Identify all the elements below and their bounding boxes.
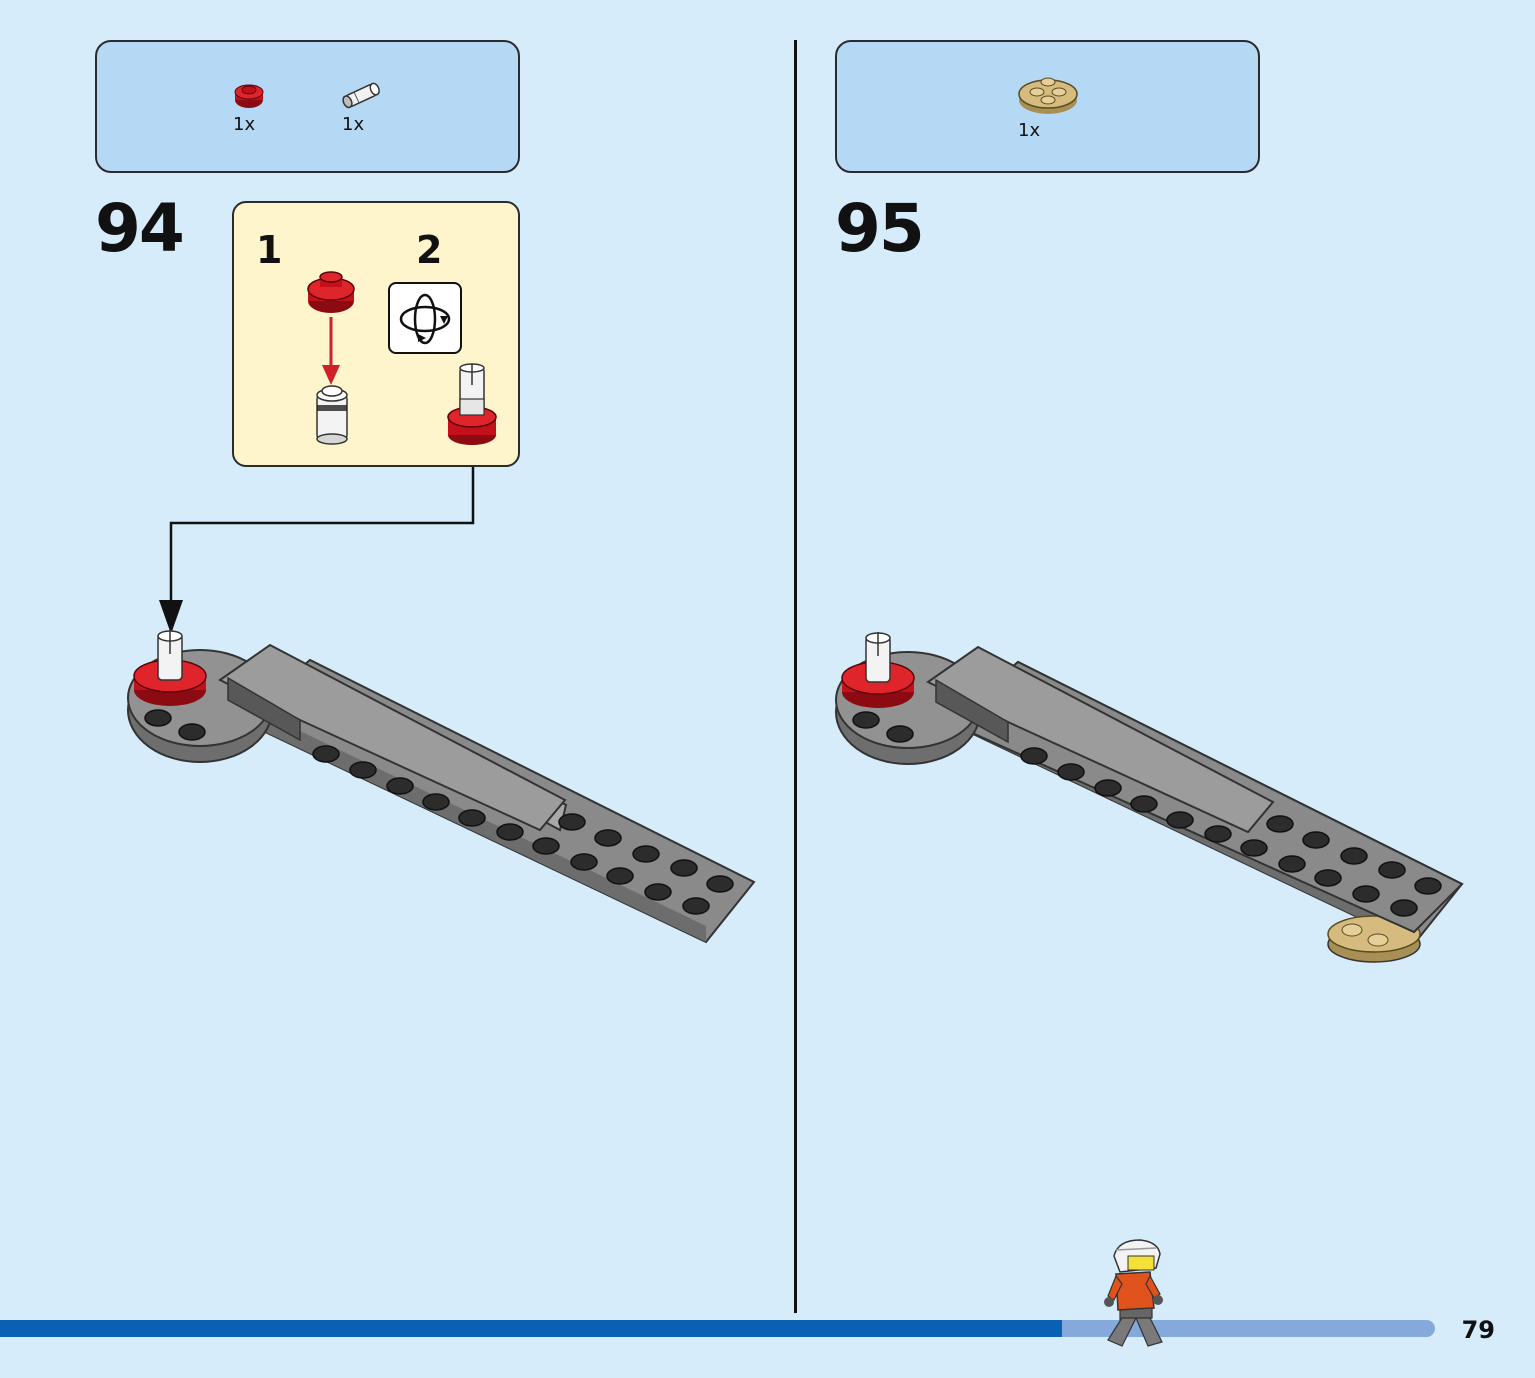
substep-box: 1 2 (232, 201, 520, 467)
part-quantity: 1x (342, 114, 365, 135)
assembled-connector-icon (447, 363, 497, 445)
red-round-plate-icon (234, 84, 264, 108)
step-number: 95 (835, 190, 925, 267)
part-quantity: 1x (1018, 120, 1041, 141)
part-quantity: 1x (233, 114, 256, 135)
tan-round-plate-icon (1018, 77, 1078, 114)
progress-bar (0, 1320, 1435, 1337)
model-step-94 (127, 630, 756, 944)
page-number: 79 (1461, 1316, 1495, 1344)
substep-number: 2 (416, 228, 443, 272)
parts-list-step-95: 1x (835, 40, 1260, 173)
parts-list-step-94: 1x 1x (95, 40, 520, 173)
progress-fill (0, 1320, 1062, 1337)
model-step-95 (835, 632, 1464, 963)
red-arrow-icon (322, 317, 340, 385)
minifigure-icon (1104, 1239, 1163, 1347)
red-round-plate-icon (307, 271, 355, 313)
page-divider (794, 40, 797, 1313)
white-pin-connector-icon (316, 385, 348, 445)
white-pin-connector-icon (342, 82, 380, 109)
substep-number: 1 (256, 228, 283, 272)
rotate-icon (388, 282, 462, 354)
step-number: 94 (95, 190, 185, 267)
